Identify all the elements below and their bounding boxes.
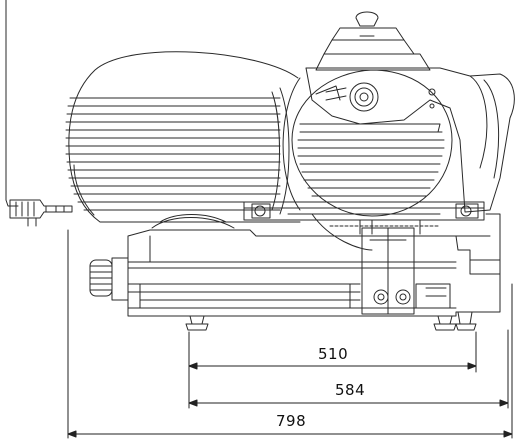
power-cable: [5, 0, 73, 227]
carriage-arm: [305, 67, 515, 213]
blade-cover: [65, 51, 301, 223]
blade-disc: [282, 69, 453, 251]
carriage-plate: [243, 201, 485, 235]
dimension-798-label: 798: [276, 412, 307, 430]
front-handle: [89, 257, 129, 301]
dimension-584-label: 584: [335, 381, 366, 399]
top-knob: [315, 11, 431, 71]
slide-column: [361, 227, 415, 315]
feet: [185, 311, 477, 331]
base-housing: [127, 213, 501, 317]
dimension-lines: [67, 229, 513, 439]
dimension-510-label: 510: [318, 345, 349, 363]
